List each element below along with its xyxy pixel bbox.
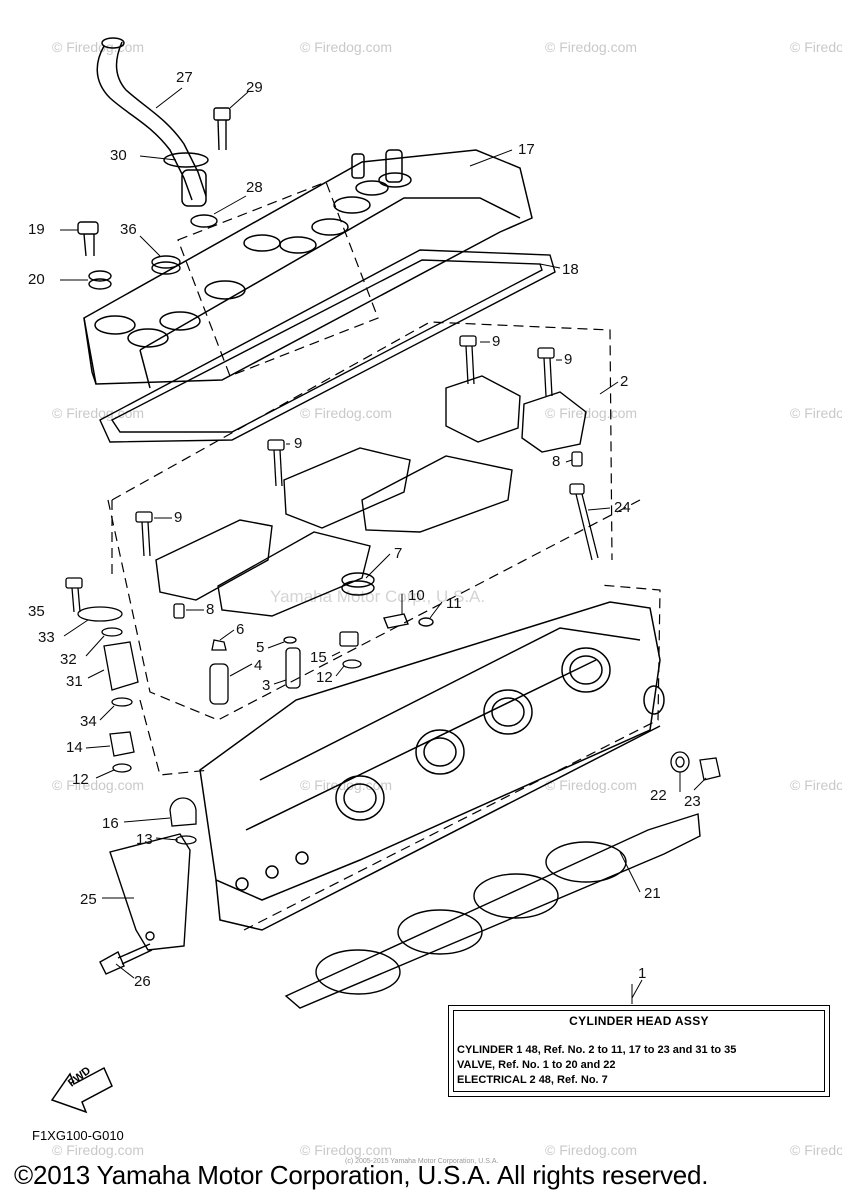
callout-15: 15 bbox=[310, 649, 327, 666]
callout-12: 12 bbox=[72, 771, 89, 788]
watermark: © Firedog.com bbox=[52, 1142, 144, 1158]
cylinder-head-cover bbox=[83, 149, 533, 389]
watermark: © Firedog.com bbox=[300, 1142, 392, 1158]
left-side-parts bbox=[65, 577, 197, 845]
callout-9: 9 bbox=[492, 333, 500, 350]
camshaft-caps bbox=[155, 375, 587, 617]
cylinder-head-body bbox=[199, 601, 665, 931]
watermark: © Firedog.com bbox=[52, 39, 144, 55]
watermark: © Firedog.com bbox=[52, 405, 144, 421]
callout-34: 34 bbox=[80, 713, 97, 730]
callout-5: 5 bbox=[256, 639, 264, 656]
callout-16: 16 bbox=[102, 815, 119, 832]
copyright-watermark-small: (c) 2005-2015 Yamaha Motor Corporation, … bbox=[345, 1158, 499, 1165]
callout-32: 32 bbox=[60, 651, 77, 668]
cap-bolts bbox=[135, 335, 599, 561]
legend-inner-border bbox=[453, 1010, 825, 1092]
callout-9: 9 bbox=[174, 509, 182, 526]
spark-plug-boss bbox=[341, 572, 434, 629]
grommet-20 bbox=[88, 270, 112, 290]
legend-line-cylinder: CYLINDER 1 48, Ref. No. 2 to 11, 17 to 2… bbox=[457, 1044, 737, 1056]
washer-22-plug-23 bbox=[670, 751, 721, 781]
cylinder-head-gasket bbox=[284, 813, 701, 1009]
watermark: © Firedog.com bbox=[52, 777, 144, 793]
watermark: © Firedog.com bbox=[545, 1142, 637, 1158]
fwd-arrow-icon bbox=[50, 1066, 113, 1114]
watermark: © Firedog.com bbox=[790, 39, 842, 55]
legend-title: CYLINDER HEAD ASSY bbox=[569, 1014, 709, 1028]
cap-36 bbox=[151, 255, 181, 275]
callout-35: 35 bbox=[28, 603, 45, 620]
callout-13: 13 bbox=[136, 831, 153, 848]
callout-36: 36 bbox=[120, 221, 137, 238]
callout-22: 22 bbox=[650, 787, 667, 804]
callout-11: 11 bbox=[446, 595, 462, 612]
leader-lines bbox=[60, 87, 707, 999]
watermarks: © Firedog.com © Firedog.com © Firedog.co… bbox=[52, 39, 842, 1158]
callout-3: 3 bbox=[262, 677, 270, 694]
o-ring-28 bbox=[190, 214, 218, 228]
diagram-code: F1XG100-G010 bbox=[32, 1128, 124, 1143]
legend-box: CYLINDER HEAD ASSY CYLINDER 1 48, Ref. N… bbox=[448, 1005, 830, 1097]
callout-6: 6 bbox=[236, 621, 244, 638]
callout-8: 8 bbox=[552, 453, 560, 470]
watermark: © Firedog.com bbox=[545, 777, 637, 793]
watermark: © Firedog.com bbox=[790, 405, 842, 421]
callout-9: 9 bbox=[294, 435, 302, 452]
breather-hose bbox=[96, 37, 209, 207]
callout-10: 10 bbox=[408, 587, 425, 604]
callout-17: 17 bbox=[518, 141, 535, 158]
callout-9: 9 bbox=[564, 351, 572, 368]
callout-labels: 27 29 30 28 17 19 36 20 18 9 9 2 9 8 24 … bbox=[28, 69, 701, 990]
callout-33: 33 bbox=[38, 629, 55, 646]
callout-31: 31 bbox=[66, 673, 83, 690]
valve-parts bbox=[209, 631, 362, 705]
bolt-29 bbox=[213, 107, 231, 151]
callout-28: 28 bbox=[246, 179, 263, 196]
callout-8: 8 bbox=[206, 601, 214, 618]
callout-19: 19 bbox=[28, 221, 45, 238]
watermark: © Firedog.com bbox=[545, 39, 637, 55]
callout-12: 12 bbox=[316, 669, 333, 686]
callout-23: 23 bbox=[684, 793, 701, 810]
callout-20: 20 bbox=[28, 271, 45, 288]
callout-14: 14 bbox=[66, 739, 83, 756]
callout-18: 18 bbox=[562, 261, 579, 278]
watermark: © Firedog.com bbox=[300, 777, 392, 793]
copyright-notice: ©2013 Yamaha Motor Corporation, U.S.A. A… bbox=[14, 1160, 709, 1190]
bolt-19 bbox=[77, 221, 99, 257]
callout-4: 4 bbox=[254, 657, 262, 674]
callout-27: 27 bbox=[176, 69, 193, 86]
callout-29: 29 bbox=[246, 79, 263, 96]
head-cover-gasket bbox=[99, 249, 556, 443]
watermark: © Firedog.com bbox=[790, 1142, 842, 1158]
callout-26: 26 bbox=[134, 973, 151, 990]
callout-21: 21 bbox=[644, 885, 661, 902]
bracket-25 bbox=[99, 833, 191, 975]
watermark-yamaha: Yamaha Motor Corp., U.S.A. bbox=[270, 587, 485, 606]
callout-2: 2 bbox=[620, 373, 628, 390]
watermark: © Firedog.com bbox=[790, 777, 842, 793]
callout-1: 1 bbox=[638, 965, 646, 982]
callout-25: 25 bbox=[80, 891, 97, 908]
watermark: © Firedog.com bbox=[300, 39, 392, 55]
callout-24: 24 bbox=[614, 499, 631, 516]
callout-30: 30 bbox=[110, 147, 127, 164]
legend-line-valve: VALVE, Ref. No. 1 to 20 and 22 bbox=[457, 1059, 616, 1071]
dowel-pins bbox=[173, 451, 583, 619]
watermark: © Firedog.com bbox=[545, 405, 637, 421]
watermark: © Firedog.com bbox=[300, 405, 392, 421]
callout-7: 7 bbox=[394, 545, 402, 562]
legend-line-electrical: ELECTRICAL 2 48, Ref. No. 7 bbox=[457, 1074, 608, 1086]
